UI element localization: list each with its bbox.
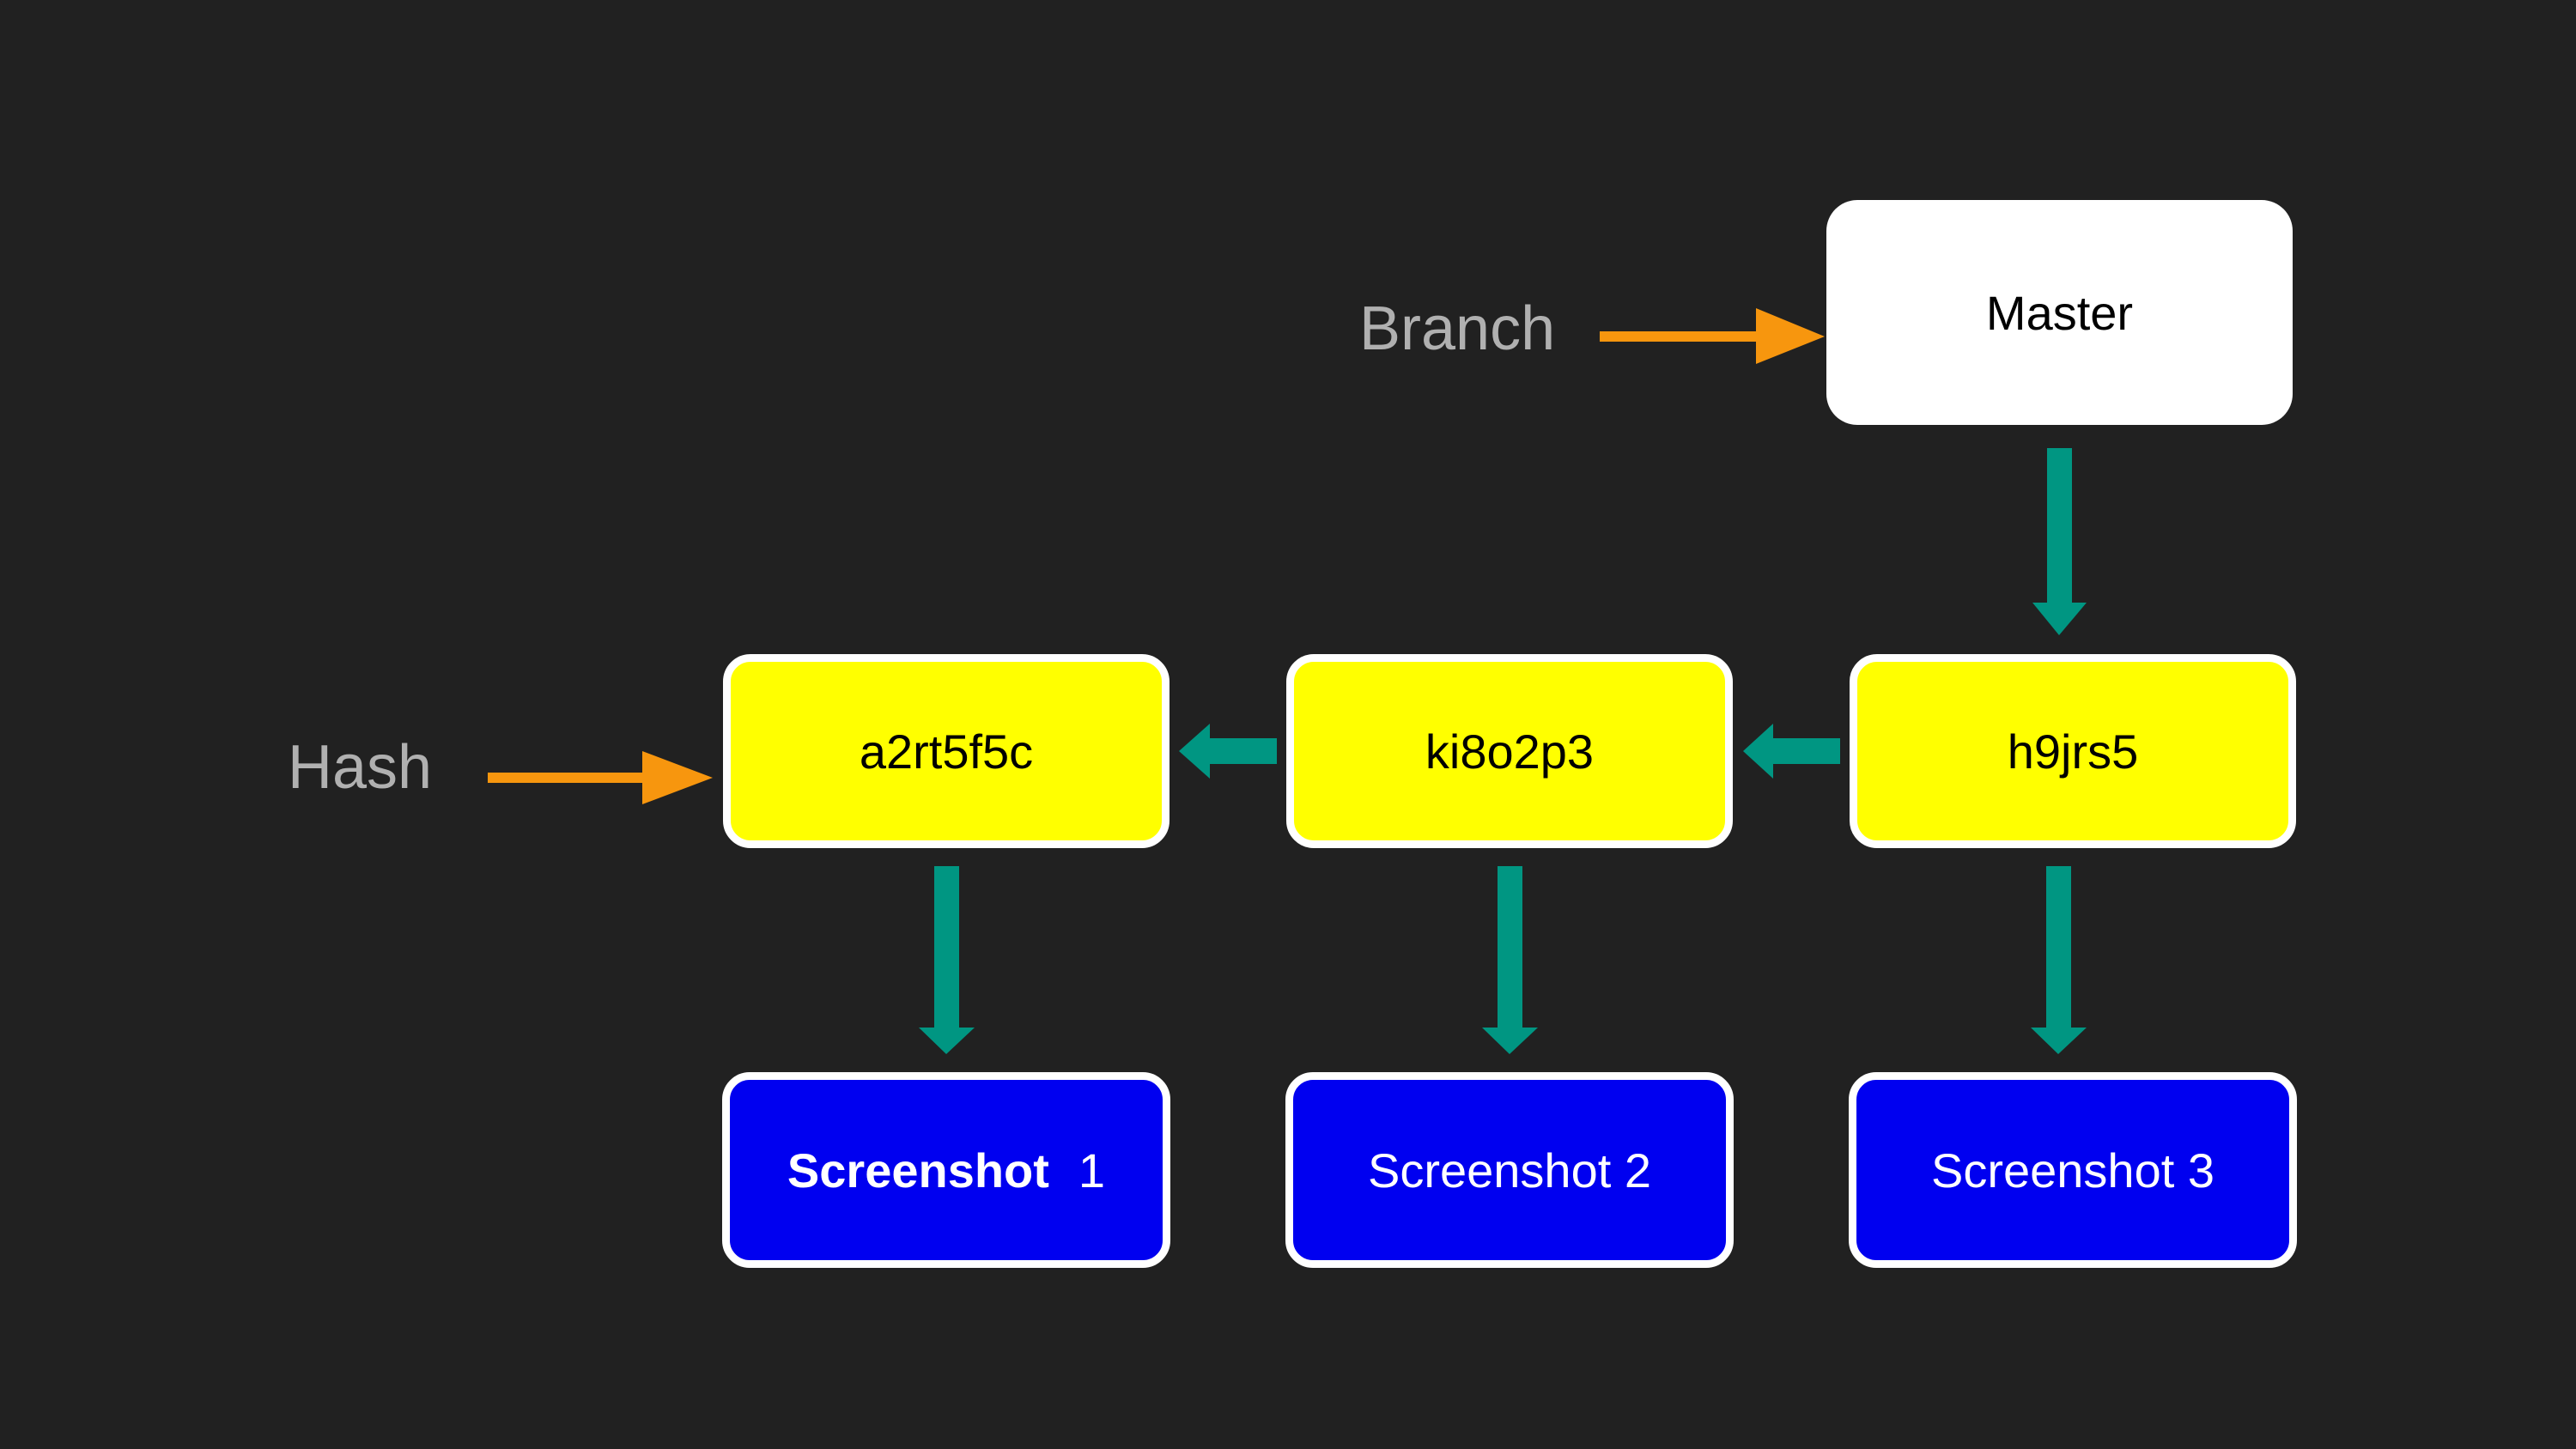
- commit-hash-1: a2rt5f5c: [859, 724, 1034, 779]
- screenshot-3-label: Screenshot 3: [1931, 1143, 2215, 1197]
- commit2-to-screenshot2-arrow: [1482, 866, 1538, 1054]
- screenshot-node-3: Screenshot 3: [1849, 1072, 2297, 1268]
- commit2-to-commit1-arrow: [1179, 724, 1277, 779]
- commit1-to-screenshot1-arrow: [919, 866, 975, 1054]
- branch-node-label: Master: [1985, 285, 2134, 340]
- commit-node-3: h9jrs5: [1850, 654, 2296, 848]
- master-to-commit-arrow: [2032, 448, 2087, 635]
- hash-label: Hash: [288, 733, 433, 802]
- screenshot-2-label: Screenshot 2: [1368, 1143, 1651, 1197]
- commit-node-2: ki8o2p3: [1286, 654, 1733, 848]
- screenshot-1-number: 1: [1078, 1143, 1106, 1197]
- screenshot-node-2: Screenshot 2: [1285, 1072, 1734, 1268]
- branch-label: Branch: [1359, 294, 1556, 363]
- screenshot-1-word: Screenshot: [787, 1143, 1049, 1197]
- commit-hash-3: h9jrs5: [2007, 724, 2139, 779]
- branch-pointer-arrow: [1600, 308, 1825, 364]
- hash-pointer-arrow: [488, 751, 713, 804]
- screenshot-node-1: Screenshot 1: [722, 1072, 1170, 1268]
- commit3-to-screenshot3-arrow: [2031, 866, 2087, 1054]
- commit-hash-2: ki8o2p3: [1425, 724, 1595, 779]
- commit-node-1: a2rt5f5c: [723, 654, 1170, 848]
- branch-node-master: Master: [1826, 200, 2293, 425]
- commit3-to-commit2-arrow: [1743, 724, 1840, 779]
